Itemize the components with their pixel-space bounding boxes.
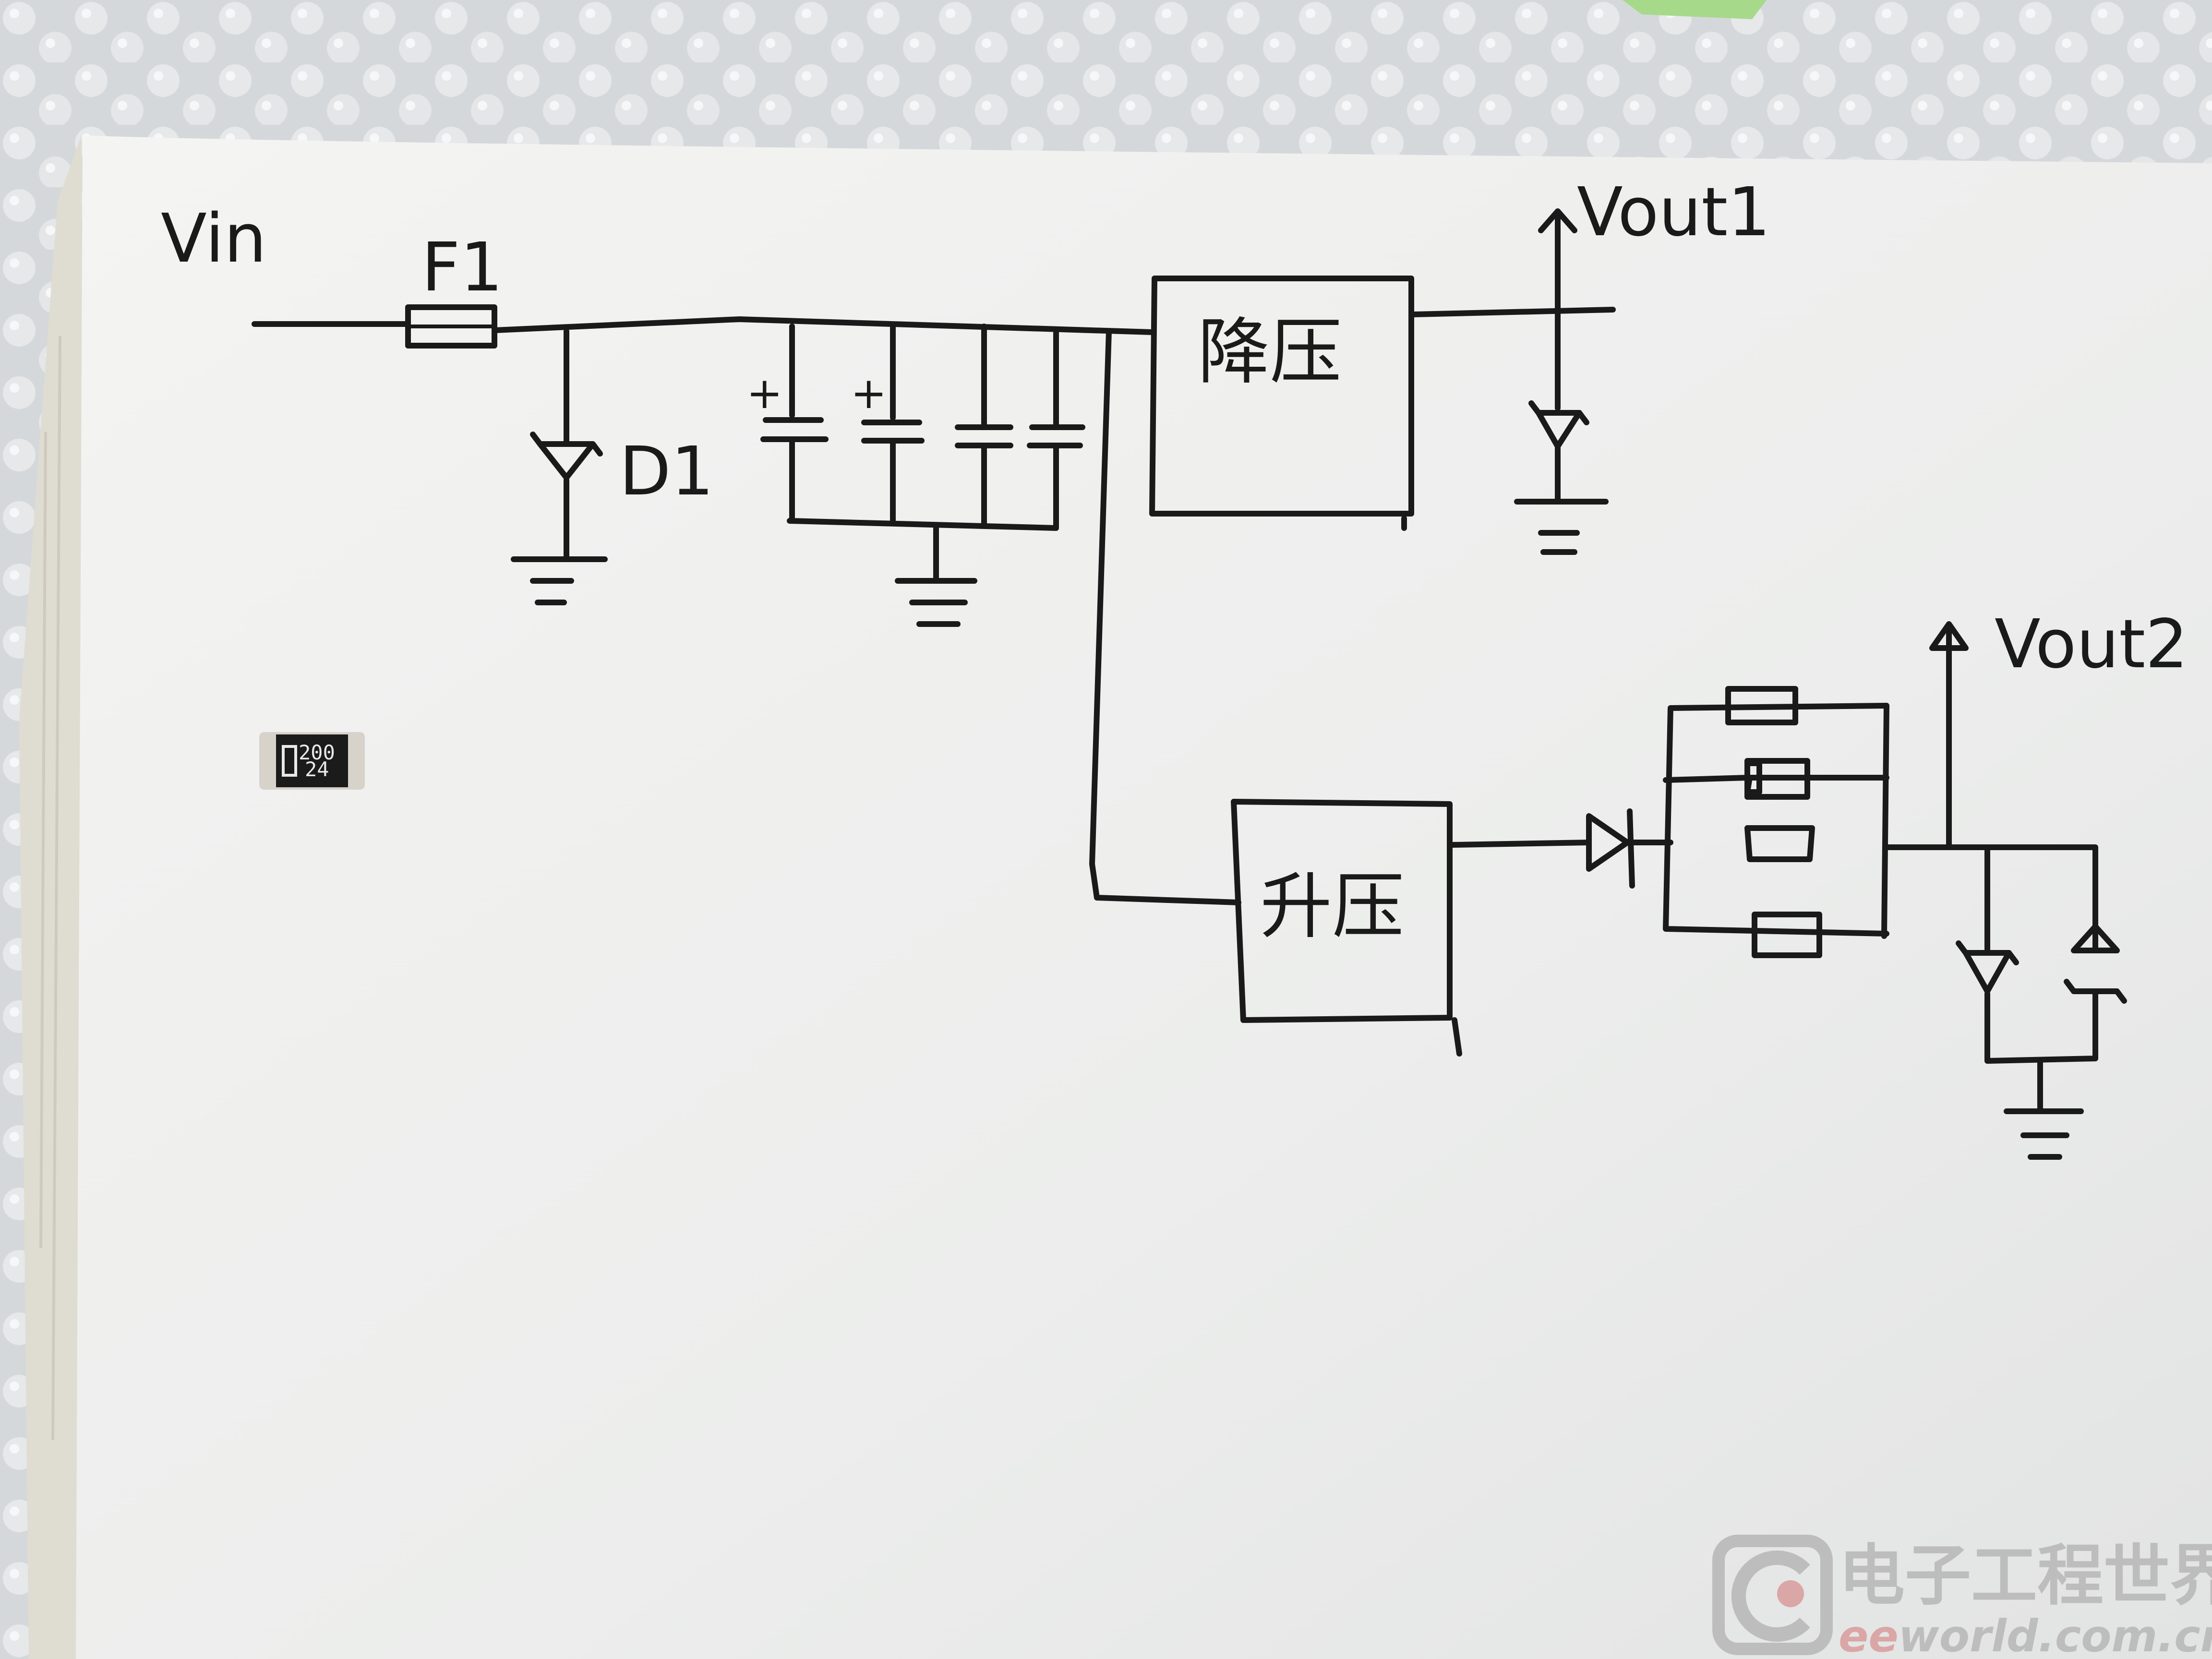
capacitor-bank-wires xyxy=(787,324,1059,531)
buck-block xyxy=(1149,276,1414,531)
vout1-wire xyxy=(1411,307,1616,317)
resistor-r4 xyxy=(1752,912,1822,958)
watermark-site: eeworld.com.cn xyxy=(1839,1611,2212,1659)
boost-block-label: 升压 xyxy=(1260,865,1404,949)
vout1-arrow xyxy=(1538,208,1577,313)
boost-block xyxy=(1231,799,1462,1057)
capacitor-c1 xyxy=(760,417,829,442)
ground-vout1 xyxy=(1514,499,1609,555)
buck-block-label: 降压 xyxy=(1198,311,1342,394)
notebook-edge-lines xyxy=(39,336,61,1441)
series-diode xyxy=(1586,808,1635,889)
notebook-edge xyxy=(19,134,86,1659)
ground-d1 xyxy=(511,556,608,605)
resistor-r2-body xyxy=(1744,758,1810,800)
diode-d1-symbol xyxy=(530,432,603,481)
ground-capacitors xyxy=(895,525,977,627)
vout1-tvs-symbol xyxy=(1528,400,1589,449)
vout2-arrow xyxy=(1929,621,1969,850)
resistor-r1 xyxy=(1725,686,1798,725)
capacitor-c1-plus: + xyxy=(746,368,782,419)
eeworld-watermark: 电子工程世界 eeworld.com.cn xyxy=(1712,1535,2212,1659)
watermark-site-prefix: ee xyxy=(1839,1611,1899,1659)
ground-vout2 xyxy=(2004,1058,2084,1160)
capacitor-c2-plus: + xyxy=(851,368,887,419)
vin-label: Vin xyxy=(161,200,266,278)
fuse-label: F1 xyxy=(421,228,503,307)
vout2-tvs-1 xyxy=(1956,940,2019,994)
resistor-r3 xyxy=(1744,825,1815,862)
capacitor-c2 xyxy=(861,420,925,444)
green-tape xyxy=(1623,0,1767,19)
vout2-tvs-2 xyxy=(2064,924,2127,1004)
watermark-brand-cn: 电子工程世界 xyxy=(1839,1537,2212,1614)
boost-feed-wire xyxy=(1089,328,1241,905)
component-marking-line2: 24 xyxy=(305,757,329,781)
diode-label: D1 xyxy=(619,433,714,511)
vout2-label: Vout2 xyxy=(1995,605,2188,684)
capacitor-c4 xyxy=(1027,424,1085,448)
watermark-logo xyxy=(1712,1535,1833,1655)
input-rail xyxy=(252,316,1155,335)
smd-fuse-component: 200 24 xyxy=(259,732,365,790)
component-marking-line1: 200 xyxy=(299,741,335,764)
watermark-logo-mark xyxy=(1731,1551,1810,1642)
vout1-label: Vout1 xyxy=(1577,173,1770,252)
circuit-schematic: Vin F1 D1 Vout1 Vout2 + + 降压 xyxy=(161,173,2188,1160)
watermark-site-rest: world.com.cn xyxy=(1899,1611,2212,1659)
boost-output-wire xyxy=(1449,840,1592,848)
capacitor-c3 xyxy=(955,424,1013,448)
